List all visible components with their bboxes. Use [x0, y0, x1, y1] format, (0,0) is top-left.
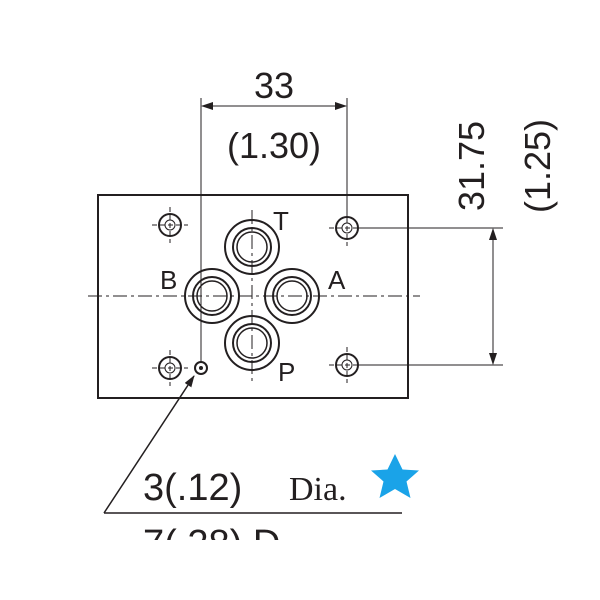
port-a	[264, 268, 320, 324]
port-p	[224, 315, 280, 371]
port-t	[224, 219, 280, 275]
mounting-hole-bottom-left	[152, 350, 188, 386]
callout-hole-suffix: Dia.	[289, 471, 347, 508]
width-dimension-in: (1.30)	[227, 125, 321, 166]
height-dimension-in: (1.25)	[517, 119, 558, 213]
height-dimension-mm: 31.75	[451, 121, 492, 211]
width-dimension-mm: 33	[254, 65, 294, 106]
callout-hole-size: 3(.12)	[143, 467, 242, 509]
mounting-hole-top-left	[152, 207, 188, 243]
port-a-label: A	[328, 265, 346, 295]
star-icon	[371, 454, 419, 498]
callout-second-line: 7(.28) D	[143, 523, 280, 565]
locating-pin-hole	[194, 361, 208, 375]
port-t-label: T	[273, 206, 289, 236]
port-p-label: P	[278, 357, 295, 387]
callout-leader-line	[103, 375, 195, 514]
port-b-label: B	[160, 265, 177, 295]
port-b	[184, 268, 240, 324]
